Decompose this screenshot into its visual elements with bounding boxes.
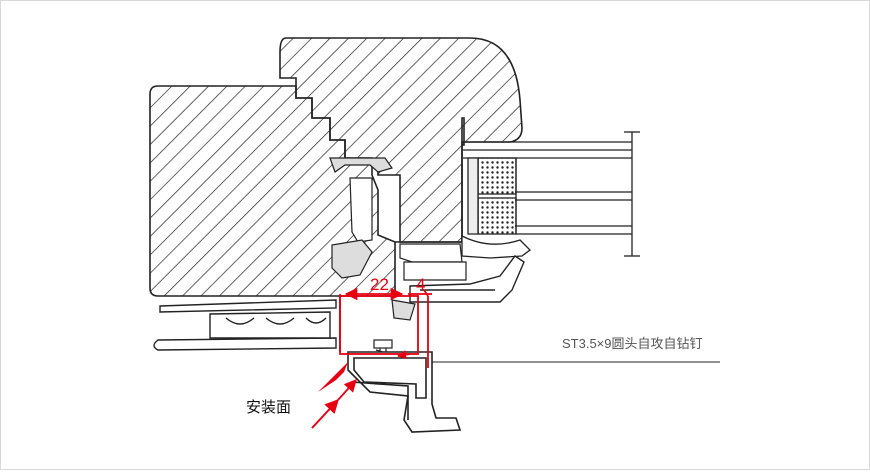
install-surface-label: 安装面 <box>246 399 291 416</box>
dimension-4: 4 <box>416 275 425 294</box>
glass-unit <box>461 131 640 259</box>
screw-spec-label: ST3.5×9圆头自攻自钻钉 <box>562 336 703 351</box>
dimension-markers <box>311 287 432 429</box>
mounting-profile <box>347 351 462 433</box>
dimension-22: 22 <box>370 275 389 294</box>
seal-profiles <box>329 157 467 321</box>
install-arrow-head <box>318 362 348 392</box>
aluminium-cladding <box>153 255 525 351</box>
wood-sash-section <box>279 37 523 243</box>
